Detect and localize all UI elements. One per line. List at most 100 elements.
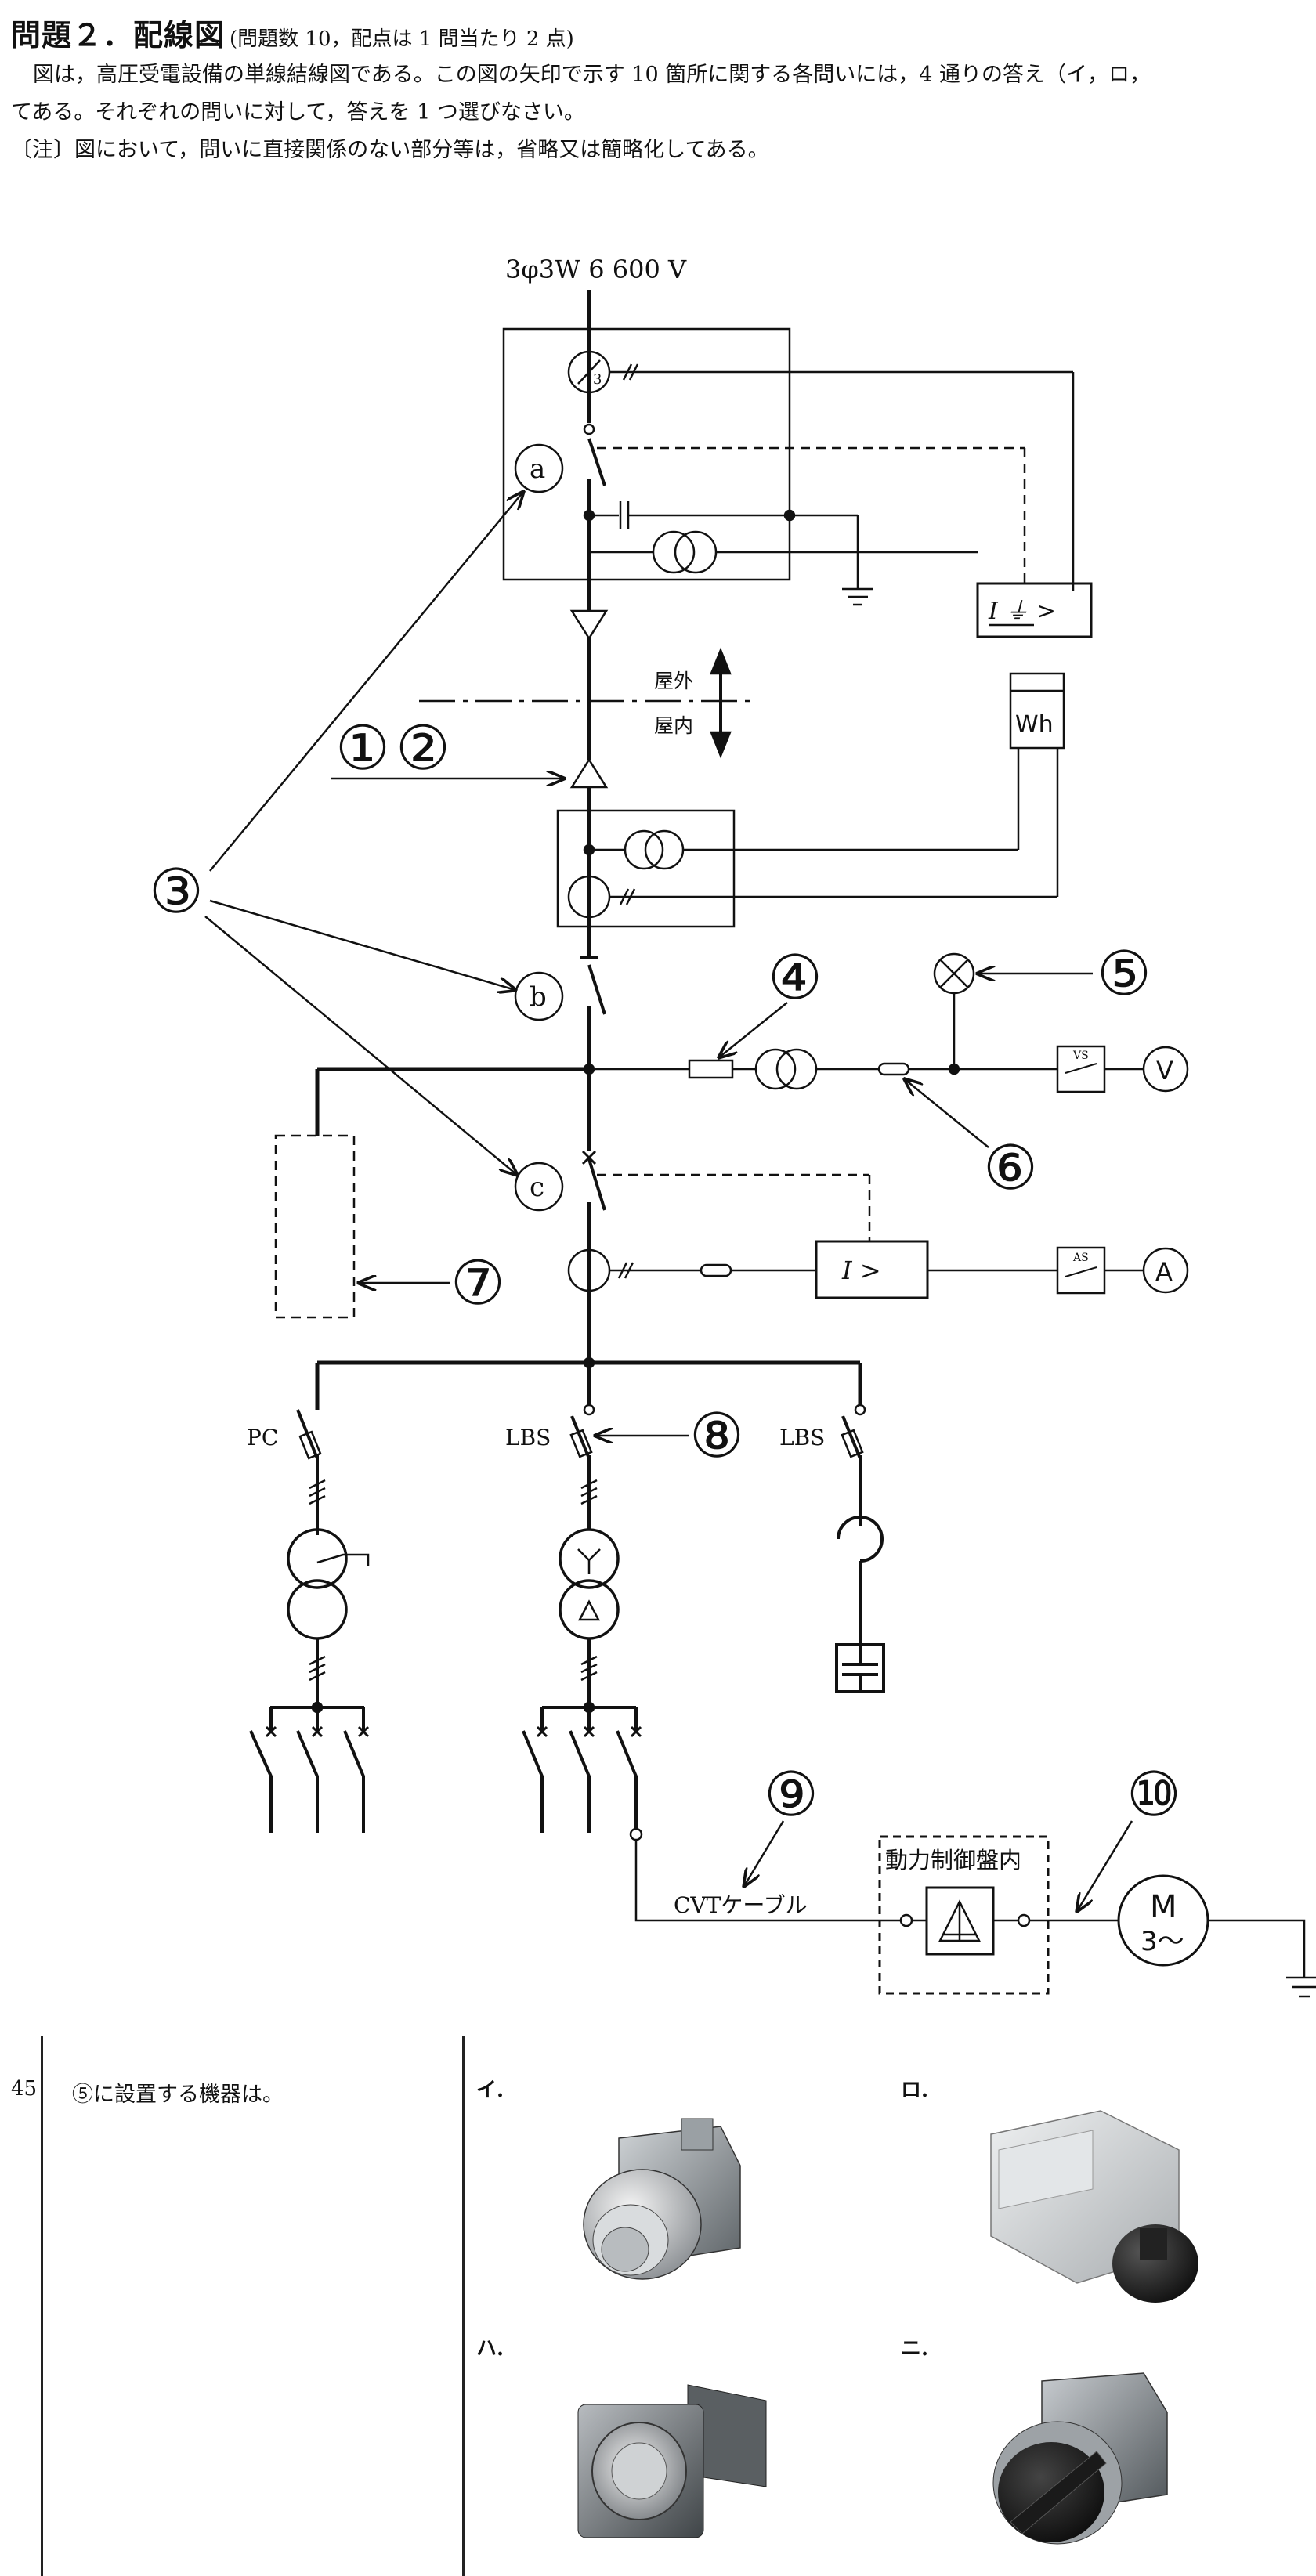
arrow-9 — [744, 1820, 785, 1886]
tr3-coil-b — [559, 1579, 620, 1640]
vt1-coil-a — [652, 530, 696, 574]
pc-hash3 — [309, 1494, 326, 1505]
lbs1-label: LBS — [505, 1425, 551, 1451]
callout-5: ⑤ — [1097, 939, 1152, 1010]
arrow-3a — [209, 492, 523, 872]
node-box1 — [783, 509, 796, 522]
option-i-photo[interactable] — [564, 2107, 752, 2303]
option-ha-label[interactable]: ハ. — [476, 2337, 504, 2361]
motor-3: 3〜 — [1141, 1926, 1184, 1957]
tr3-delta — [577, 1599, 601, 1621]
pas-switch — [588, 438, 606, 486]
ocgr-relay — [976, 582, 1093, 638]
pc-fuse — [298, 1430, 322, 1460]
control-panel-box — [878, 1835, 1050, 1995]
lbs1-fuse — [569, 1429, 593, 1458]
wh-meter — [1009, 672, 1065, 750]
tr1-hash1 — [309, 1655, 326, 1666]
vct-ct-hash2 — [625, 888, 636, 905]
vt-coil-a — [754, 1048, 797, 1090]
box-vct — [556, 809, 736, 928]
mccb-group-2 — [522, 1707, 642, 1833]
vt-coil-b — [776, 1048, 818, 1090]
callout-a — [514, 443, 564, 493]
option-ro-photo[interactable] — [983, 2103, 1218, 2314]
cvt-cable — [634, 1840, 901, 1922]
boundary-arrow-up — [710, 647, 732, 675]
cvt-label: CVTケーブル — [674, 1892, 808, 1918]
inverter-symbol — [938, 1899, 982, 1942]
power-fuse — [688, 1059, 734, 1079]
callout-4: ④ — [768, 943, 822, 1013]
tr1-hash3 — [309, 1671, 326, 1682]
wh-label: Wh — [1015, 711, 1054, 739]
panel-label: 動力制御盤内 — [885, 1847, 1021, 1873]
pilot-lamp-icon — [933, 952, 975, 995]
option-ni-label[interactable]: ニ. — [901, 2337, 929, 2361]
series-reactor — [837, 1516, 884, 1563]
pas-contact — [583, 423, 595, 435]
vs-switch-line — [1065, 1063, 1097, 1074]
callout-1: ① — [335, 714, 390, 784]
option-ro-label[interactable]: ロ. — [901, 2079, 929, 2102]
tr3-hash2 — [580, 1663, 598, 1674]
voltmeter-label: V — [1156, 1056, 1173, 1086]
callout-c-letter: c — [530, 1172, 544, 1203]
vct-ct-hash1 — [619, 888, 630, 905]
vt1-coil-b — [674, 530, 718, 574]
instruction-line-2: てある。それぞれの問いに対して，答えを 1 つ選びなさい。 — [11, 100, 585, 125]
option-ni-photo[interactable] — [979, 2365, 1191, 2561]
title-note: (問題数 10，配点は 1 問当たり 2 点) — [230, 27, 574, 51]
option-ha-photo[interactable] — [570, 2369, 774, 2557]
table-rule-1 — [41, 2036, 43, 2576]
lbs1-contact — [583, 1404, 595, 1416]
ct-fuse — [700, 1263, 732, 1277]
lbs2-label: LBS — [779, 1425, 825, 1451]
tr3-hash3 — [580, 1671, 598, 1682]
vct-vt-coil-b — [644, 829, 685, 870]
as-label: AS — [1072, 1252, 1089, 1264]
lbs2-fuse — [841, 1429, 864, 1458]
question-text: ⑤に設置する機器は。 — [72, 2083, 284, 2107]
motor-m: M — [1150, 1889, 1177, 1925]
callout-10: ⑩ — [1126, 1760, 1181, 1830]
lbs1-hash1 — [580, 1479, 598, 1490]
lbs1-hash2 — [580, 1487, 598, 1498]
panel-terminal-out — [1017, 1913, 1031, 1927]
tr1-hash2 — [309, 1663, 326, 1674]
page-title: 問題２．配線図 — [11, 18, 226, 52]
indoor-label: 屋内 — [654, 714, 693, 737]
question-number: 45 — [11, 2077, 38, 2101]
ammeter-label: A — [1155, 1257, 1173, 1287]
lamp-x2 — [939, 959, 969, 988]
lbs2-contact — [854, 1404, 866, 1416]
tr3-coil-a — [559, 1528, 620, 1589]
cb-c — [588, 1158, 606, 1211]
tr1-coil-a — [287, 1528, 348, 1589]
arrow-3c — [204, 916, 517, 1175]
cable-terminal-1 — [629, 1827, 643, 1841]
secondary-fuse — [877, 1062, 910, 1076]
boundary-arrow-down — [710, 731, 732, 759]
tr3-hash1 — [580, 1655, 598, 1666]
zct-hash2 — [628, 363, 639, 381]
lbs2-switch — [841, 1415, 862, 1459]
table-rule-2 — [462, 2036, 465, 2576]
arrow-10 — [1077, 1820, 1133, 1911]
ct-hash1 — [617, 1262, 628, 1279]
box-pas — [502, 327, 791, 581]
tr1-coil-b — [287, 1579, 348, 1640]
outdoor-label: 屋外 — [654, 670, 693, 692]
zct-hash1 — [622, 363, 633, 381]
arrow-4 — [719, 1002, 788, 1057]
callout-7: ⑦ — [450, 1248, 505, 1319]
title-line: 問題２．配線図(問題数 10，配点は 1 問当たり 2 点) — [11, 11, 1303, 54]
voltmeter-icon — [1142, 1046, 1189, 1093]
motor-ground-line — [1208, 1919, 1306, 1978]
cable-head-lower — [569, 757, 609, 789]
arrow-3b — [209, 899, 515, 990]
ct-hash2 — [624, 1262, 634, 1279]
single-line-diagram: 3φ3W 6 600 V 3 I ⏚ > 屋外 屋内 Wh — [149, 255, 1316, 1998]
option-i-label[interactable]: イ. — [476, 2079, 504, 2102]
tr3-wye — [577, 1548, 601, 1574]
